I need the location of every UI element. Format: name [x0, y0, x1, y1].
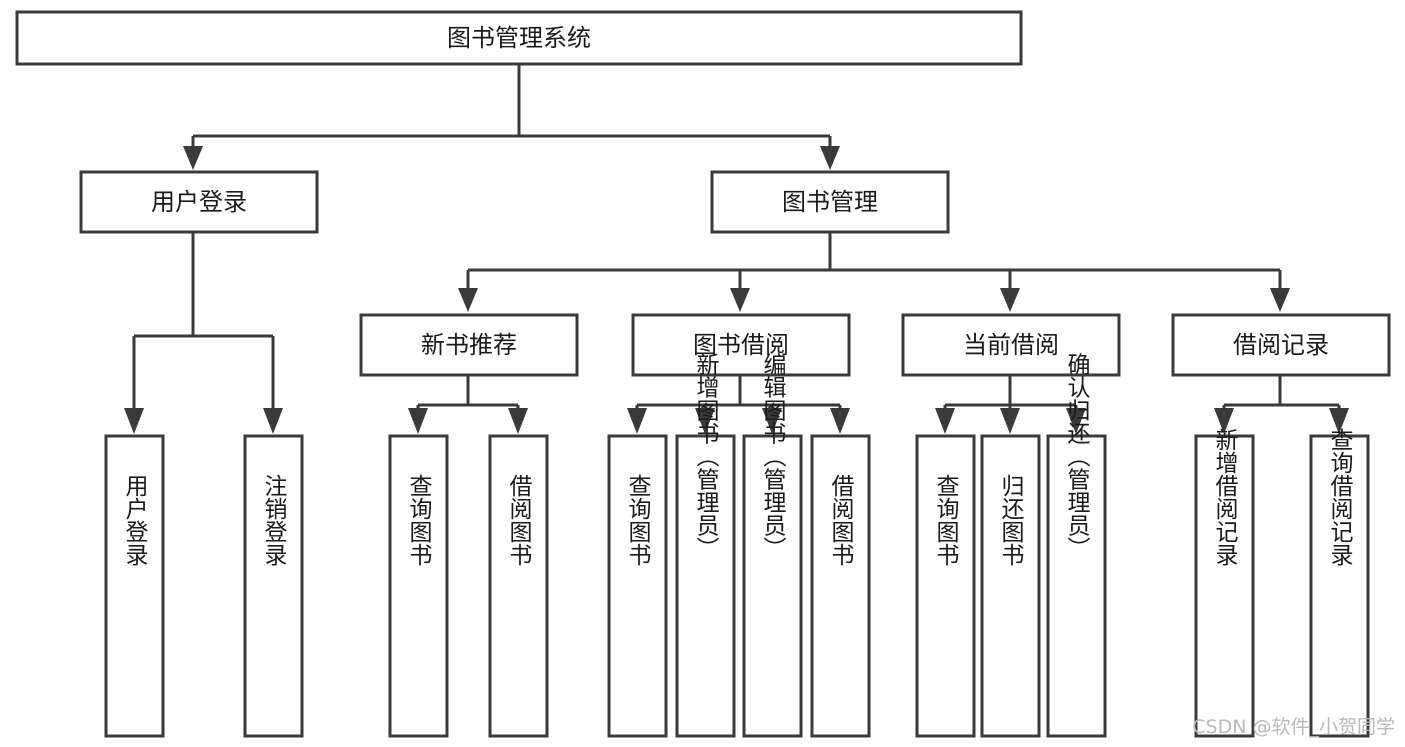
arrow-down-icon [820, 146, 840, 170]
arrow-down-icon [1000, 288, 1020, 312]
leaf-box-borrow-edit[interactable] [742, 434, 803, 738]
leaf-node-user-login-login[interactable]: 用户登录 [104, 434, 165, 738]
leaf-node-newbooks-query[interactable]: 查询图书 [388, 434, 449, 738]
node-label-root: 图书管理系统 [447, 24, 591, 52]
node-root-book-management-system[interactable]: 图书管理系统 [15, 10, 1023, 66]
arrow-down-icon [1270, 288, 1290, 312]
leaf-node-borrow-add[interactable]: 新增图书（管理员） [675, 353, 736, 738]
leaf-label-borrow-borrow: 借阅图书 [827, 474, 855, 566]
arrow-down-icon [1329, 408, 1349, 434]
arrow-down-icon [408, 408, 428, 434]
leaf-node-current-return[interactable]: 归还图书 [980, 434, 1041, 738]
node-user-login[interactable]: 用户登录 [79, 170, 319, 234]
watermark-label: CSDN @软件_小贺同学 [1192, 716, 1395, 738]
leaf-label-records-add: 新增借阅记录 [1211, 428, 1239, 566]
leaf-label-current-query: 查询图书 [932, 474, 960, 566]
arrow-down-icon [1214, 408, 1234, 434]
leaf-box-records-add[interactable] [1194, 434, 1255, 738]
arrow-down-icon [762, 408, 782, 434]
node-book-management[interactable]: 图书管理 [710, 170, 950, 234]
node-box-current-borrow[interactable] [901, 313, 1121, 377]
leaf-node-borrow-edit[interactable]: 编辑图书（管理员） [742, 353, 803, 738]
leaf-box-borrow-add[interactable] [675, 434, 736, 738]
leaf-node-newbooks-borrow[interactable]: 借阅图书 [488, 434, 549, 738]
leaf-label-newbooks-borrow: 借阅图书 [505, 474, 533, 566]
leaf-node-records-query[interactable]: 查询借阅记录 [1309, 428, 1370, 738]
leaf-node-current-confirm-return[interactable]: 确认归还（管理员） [1046, 353, 1107, 738]
arrow-down-icon [830, 408, 850, 434]
arrow-down-icon [183, 146, 203, 170]
leaf-box-newbooks-borrow[interactable] [488, 434, 549, 738]
node-label-user-login: 用户登录 [151, 188, 247, 216]
arrow-down-icon [695, 408, 715, 434]
node-box-borrow-records[interactable] [1171, 313, 1391, 377]
leaf-box-current-query[interactable] [915, 434, 976, 738]
leaf-label-user-login-login: 用户登录 [121, 474, 149, 566]
node-label-book-borrow: 图书借阅 [693, 331, 789, 359]
leaf-label-user-login-logout: 注销登录 [260, 474, 288, 566]
leaf-node-borrow-borrow[interactable]: 借阅图书 [810, 434, 871, 738]
node-box-book-borrow[interactable] [631, 313, 851, 377]
node-label-new-book-recommend: 新书推荐 [421, 331, 517, 359]
node-label-borrow-records: 借阅记录 [1233, 331, 1329, 359]
arrow-down-icon [508, 408, 528, 434]
node-label-current-borrow: 当前借阅 [963, 331, 1059, 359]
leaf-node-borrow-query[interactable]: 查询图书 [607, 434, 668, 738]
arrow-down-icon [1066, 408, 1086, 434]
leaf-label-borrow-add: 新增图书（管理员） [692, 353, 720, 560]
arrow-down-icon [935, 408, 955, 434]
leaf-label-current-confirm-return: 确认归还（管理员） [1063, 353, 1091, 560]
arrow-down-icon [1000, 408, 1020, 434]
leaf-label-borrow-edit: 编辑图书（管理员） [759, 353, 787, 560]
node-box-root[interactable] [15, 10, 1023, 66]
node-book-borrow[interactable]: 图书借阅 [631, 313, 851, 377]
node-box-user-login[interactable] [79, 170, 319, 234]
leaf-node-current-query[interactable]: 查询图书 [915, 434, 976, 738]
arrow-down-icon [124, 408, 144, 434]
node-current-borrow[interactable]: 当前借阅 [901, 313, 1121, 377]
leaf-label-newbooks-query: 查询图书 [405, 474, 433, 566]
leaf-label-borrow-query: 查询图书 [624, 474, 652, 566]
leaf-box-records-query[interactable] [1309, 434, 1370, 738]
arrow-down-icon [627, 408, 647, 434]
leaf-box-current-confirm-return[interactable] [1046, 434, 1107, 738]
arrow-down-icon [730, 288, 750, 312]
leaf-box-current-return[interactable] [980, 434, 1041, 738]
leaf-box-borrow-query[interactable] [607, 434, 668, 738]
node-new-book-recommend[interactable]: 新书推荐 [359, 313, 579, 377]
leaf-label-records-query: 查询借阅记录 [1326, 428, 1354, 566]
leaf-box-newbooks-query[interactable] [388, 434, 449, 738]
node-borrow-records[interactable]: 借阅记录 [1171, 313, 1391, 377]
leaf-box-user-login-logout[interactable] [243, 434, 304, 738]
leaf-label-current-return: 归还图书 [997, 474, 1025, 566]
arrow-down-icon [263, 408, 283, 434]
node-box-new-book-recommend[interactable] [359, 313, 579, 377]
node-box-book-management[interactable] [710, 170, 950, 234]
leaf-box-borrow-borrow[interactable] [810, 434, 871, 738]
leaf-node-user-login-logout[interactable]: 注销登录 [243, 434, 304, 738]
leaf-box-user-login-login[interactable] [104, 434, 165, 738]
leaf-node-records-add[interactable]: 新增借阅记录 [1194, 428, 1255, 738]
arrow-down-icon [458, 288, 478, 312]
node-label-book-management: 图书管理 [782, 188, 878, 216]
connector-layer [124, 64, 1349, 434]
